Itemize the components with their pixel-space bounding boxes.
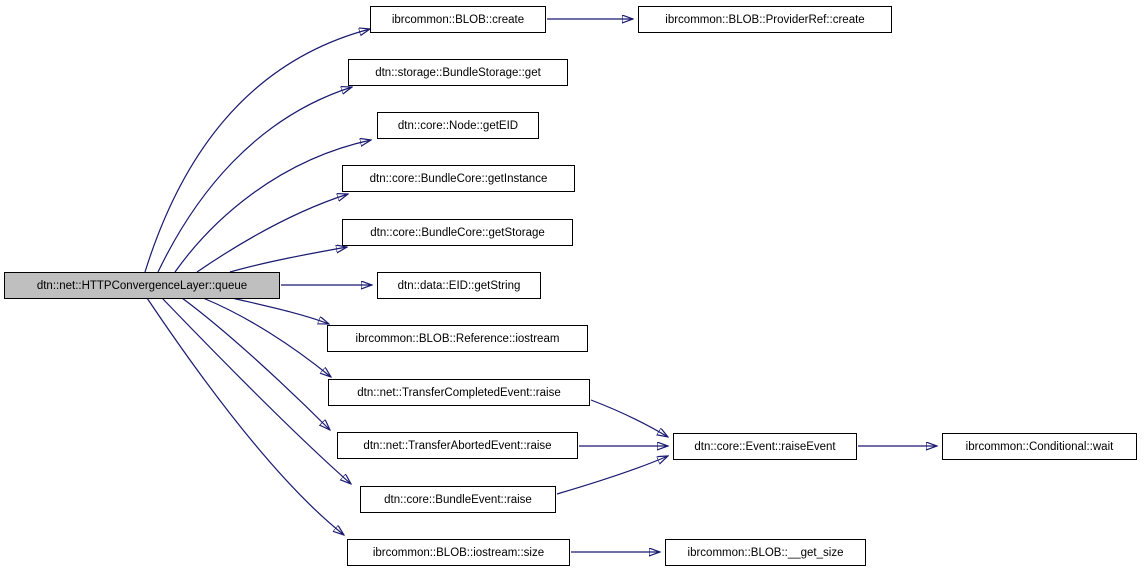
node-label: dtn::net::TransferAbortedEvent::raise — [363, 439, 552, 452]
node-label: dtn::core::Event::raiseEvent — [694, 440, 836, 453]
node-httpconvergencelayer-queue: dtn::net::HTTPConvergenceLayer::queue — [4, 272, 280, 299]
node-label: dtn::storage::BundleStorage::get — [375, 66, 541, 79]
node-label: dtn::core::BundleEvent::raise — [384, 493, 532, 506]
edge-queue-to-blob-iostream-size — [146, 297, 344, 535]
node-bundleevent-raise[interactable]: dtn::core::BundleEvent::raise — [360, 486, 556, 513]
edge-transfercompleted-to-raiseevent — [590, 399, 668, 437]
node-label: dtn::core::Node::getEID — [397, 119, 519, 132]
node-blob-get-size[interactable]: ibrcommon::BLOB::__get_size — [665, 539, 866, 566]
node-bundlecore-getinstance[interactable]: dtn::core::BundleCore::getInstance — [342, 165, 575, 192]
node-node-geteid[interactable]: dtn::core::Node::getEID — [377, 112, 539, 139]
node-label: ibrcommon::BLOB::create — [391, 13, 525, 26]
node-event-raiseevent[interactable]: dtn::core::Event::raiseEvent — [673, 433, 857, 460]
edge-queue-to-blob-reference-iostream — [231, 297, 329, 324]
edge-bundleevent-to-raiseevent — [556, 456, 668, 495]
edge-queue-to-bundlestorage-get — [157, 87, 352, 273]
node-bundlecore-getstorage[interactable]: dtn::core::BundleCore::getStorage — [342, 219, 573, 246]
node-label: dtn::core::BundleCore::getStorage — [370, 226, 545, 239]
node-label: dtn::net::HTTPConvergenceLayer::queue — [36, 279, 248, 292]
node-label: dtn::core::BundleCore::getInstance — [369, 172, 548, 185]
node-blob-reference-iostream[interactable]: ibrcommon::BLOB::Reference::iostream — [327, 325, 588, 352]
node-label: ibrcommon::BLOB::Reference::iostream — [355, 332, 560, 345]
edge-queue-to-transfercompletedevent-raise — [202, 297, 331, 377]
edge-queue-to-bundlecore-getstorage — [229, 247, 347, 273]
node-eid-getstring[interactable]: dtn::data::EID::getString — [377, 272, 541, 299]
node-label: ibrcommon::Conditional::wait — [965, 440, 1114, 453]
node-blob-create[interactable]: ibrcommon::BLOB::create — [370, 6, 546, 33]
node-transfercompletedevent-raise[interactable]: dtn::net::TransferCompletedEvent::raise — [328, 379, 590, 406]
node-label: ibrcommon::BLOB::__get_size — [687, 546, 844, 559]
edge-queue-to-blob-create — [144, 29, 370, 273]
node-label: ibrcommon::BLOB::ProviderRef::create — [665, 13, 865, 26]
edge-queue-to-transferabortedevent-raise — [181, 297, 330, 430]
node-label: ibrcommon::BLOB::iostream::size — [372, 546, 545, 559]
node-blob-iostream-size[interactable]: ibrcommon::BLOB::iostream::size — [347, 539, 570, 566]
node-label: dtn::data::EID::getString — [397, 279, 521, 292]
node-bundlestorage-get[interactable]: dtn::storage::BundleStorage::get — [348, 59, 568, 86]
node-transferabortedevent-raise[interactable]: dtn::net::TransferAbortedEvent::raise — [337, 432, 578, 459]
node-label: dtn::net::TransferCompletedEvent::raise — [357, 386, 561, 399]
node-conditional-wait[interactable]: ibrcommon::Conditional::wait — [942, 433, 1137, 460]
edge-queue-to-bundleevent-raise — [161, 297, 351, 484]
edge-queue-to-bundlecore-getinstance — [196, 194, 348, 273]
edge-queue-to-node-geteid — [174, 140, 371, 273]
node-blob-providerref-create[interactable]: ibrcommon::BLOB::ProviderRef::create — [638, 6, 892, 33]
